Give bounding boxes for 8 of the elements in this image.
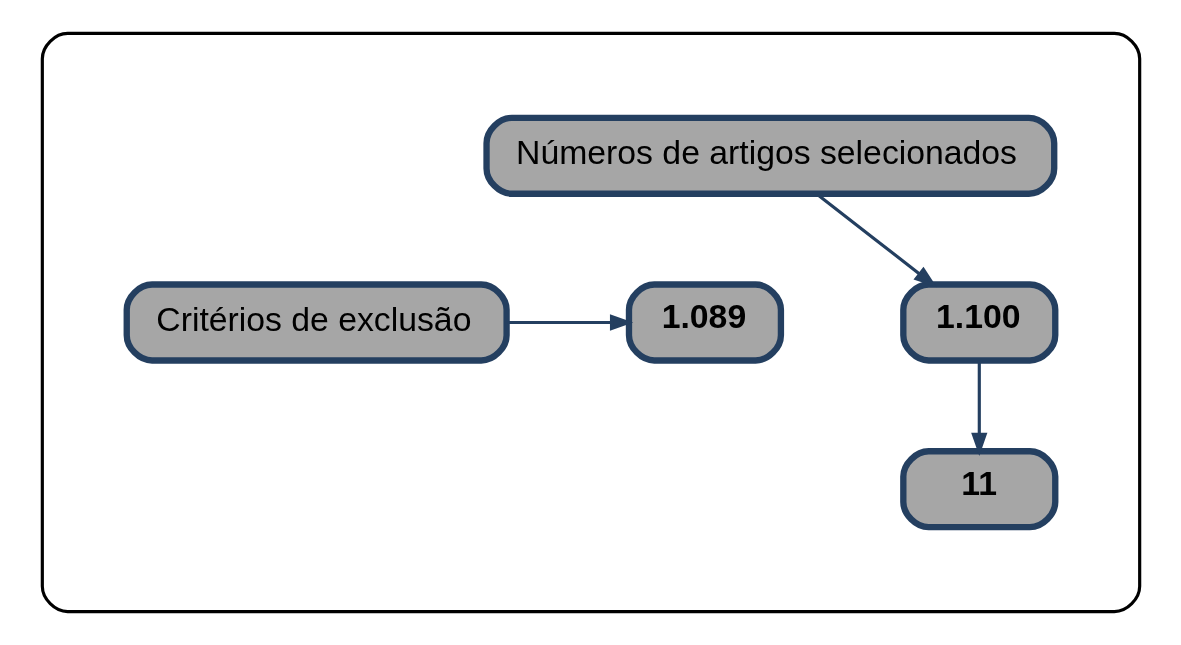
node-box: Critérios de exclusão [123, 281, 510, 364]
arrow [970, 360, 987, 456]
arrow [506, 314, 633, 331]
node-box: 1.089 [625, 281, 784, 364]
node-box: 11 [899, 448, 1058, 531]
node-box: Números de artigos selecionados [482, 114, 1057, 197]
cluster [40, 31, 1141, 614]
node-box: 1.100 [899, 281, 1058, 364]
